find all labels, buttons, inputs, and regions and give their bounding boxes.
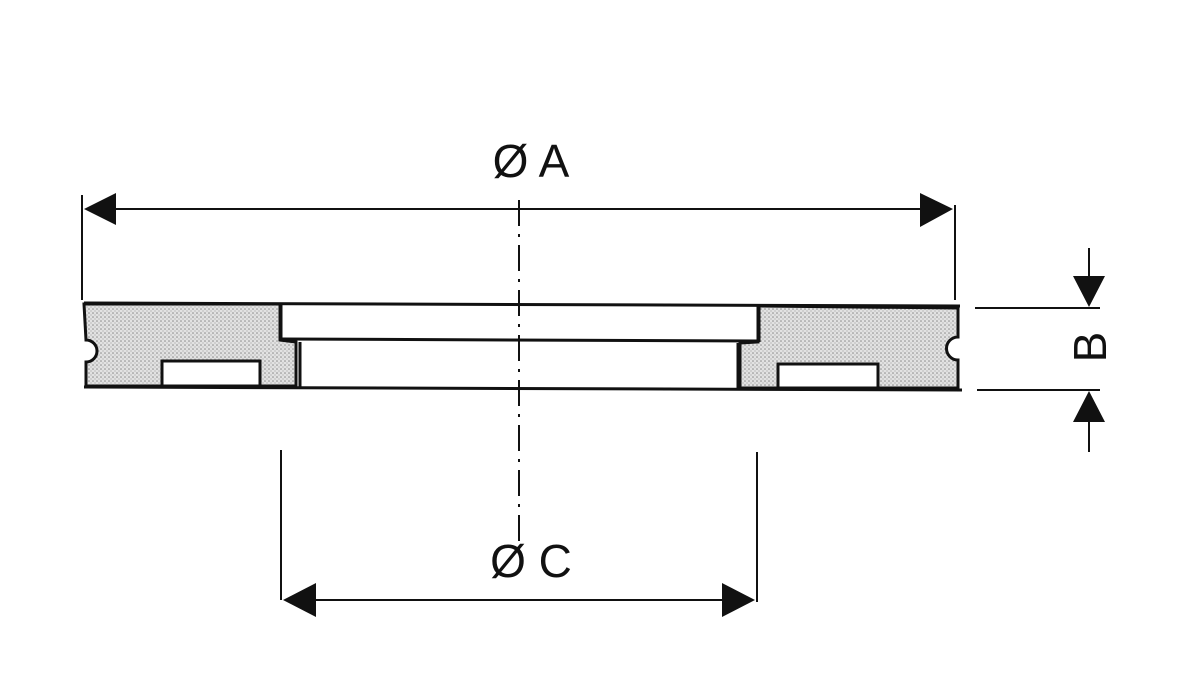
slot-right	[776, 362, 880, 390]
ring-section	[82, 301, 963, 392]
dimension-c: Ø C	[280, 450, 758, 617]
arrow-right-c	[722, 583, 755, 617]
dimension-b: B	[975, 248, 1116, 452]
dimension-label-c: Ø C	[490, 535, 572, 587]
slot-left	[160, 359, 262, 388]
arrow-left-a	[84, 193, 116, 225]
arrow-right-a	[920, 193, 953, 227]
arrow-b-bottom	[1073, 391, 1105, 422]
step-line-upper	[281, 337, 759, 343]
dimension-a: Ø A	[81, 135, 956, 300]
top-surface	[83, 301, 961, 308]
arrow-left-c	[283, 583, 316, 617]
dimension-label-a: Ø A	[493, 135, 570, 187]
arrow-b-top	[1073, 276, 1105, 307]
dimension-label-b: B	[1064, 332, 1116, 363]
